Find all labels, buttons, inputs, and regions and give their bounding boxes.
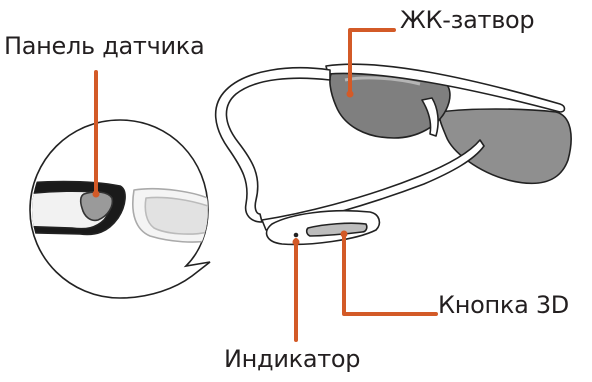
temple-band [216, 68, 330, 222]
zoom-bubble [0, 120, 212, 298]
label-3d-button: Кнопка 3D [438, 291, 569, 319]
label-indicator: Индикатор [224, 345, 360, 373]
lens-right [439, 109, 571, 183]
indicator-led [294, 233, 299, 238]
label-lcd-shutter: ЖК-затвор [400, 6, 534, 34]
callout-button [344, 236, 436, 314]
glasses [216, 64, 571, 244]
label-sensor-panel: Панель датчика [4, 32, 204, 60]
